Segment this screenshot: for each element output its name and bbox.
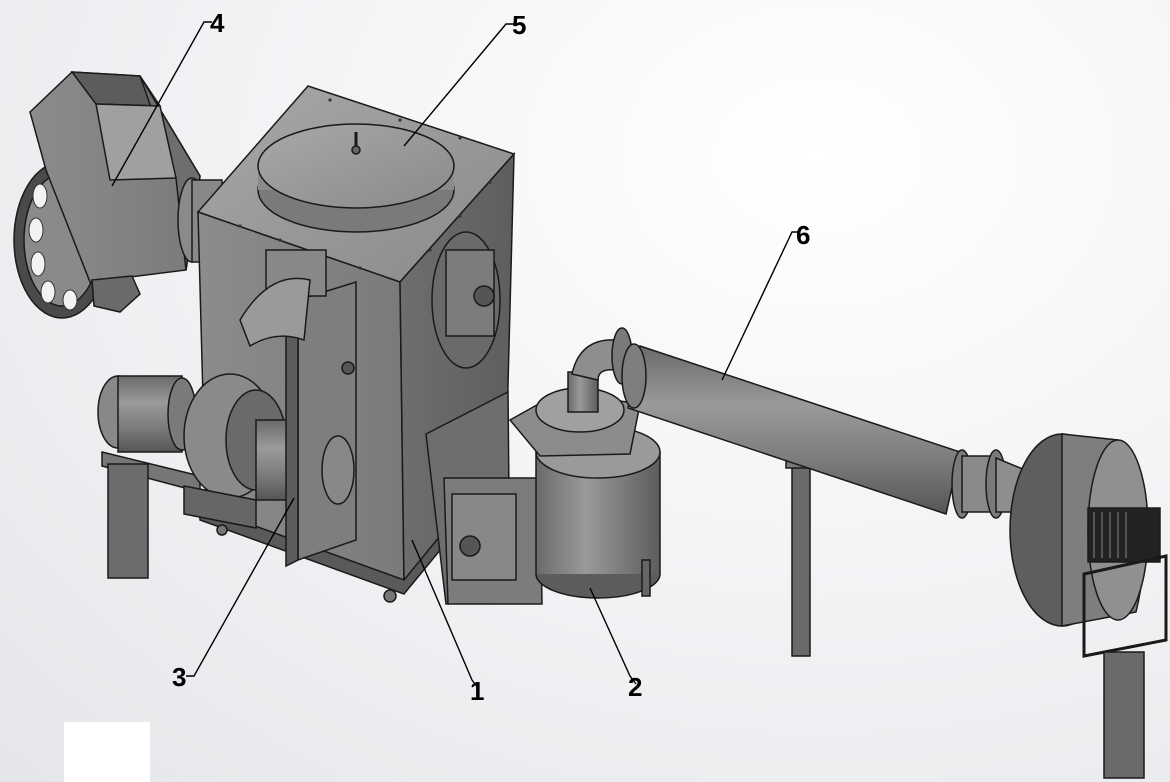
leader-line-3 [186, 497, 295, 677]
callout-5: 5 [512, 10, 527, 40]
leader-line-5 [403, 23, 514, 147]
callout-4: 4 [210, 8, 225, 38]
leader-line-6 [721, 231, 800, 381]
callout-3: 3 [172, 662, 187, 692]
leader-line-1 [411, 539, 479, 689]
callout-2: 2 [628, 672, 643, 702]
feed-hopper [13, 71, 223, 319]
cyclone-separator [425, 327, 661, 605]
leader-line-4 [111, 21, 212, 187]
callout-6: 6 [796, 220, 811, 250]
exhaust-duct [621, 343, 1168, 779]
leader-line-2 [589, 587, 637, 685]
blower-drive [97, 249, 357, 579]
callout-1: 1 [470, 676, 485, 706]
top-lid [257, 123, 455, 233]
corner-blank [64, 722, 150, 782]
